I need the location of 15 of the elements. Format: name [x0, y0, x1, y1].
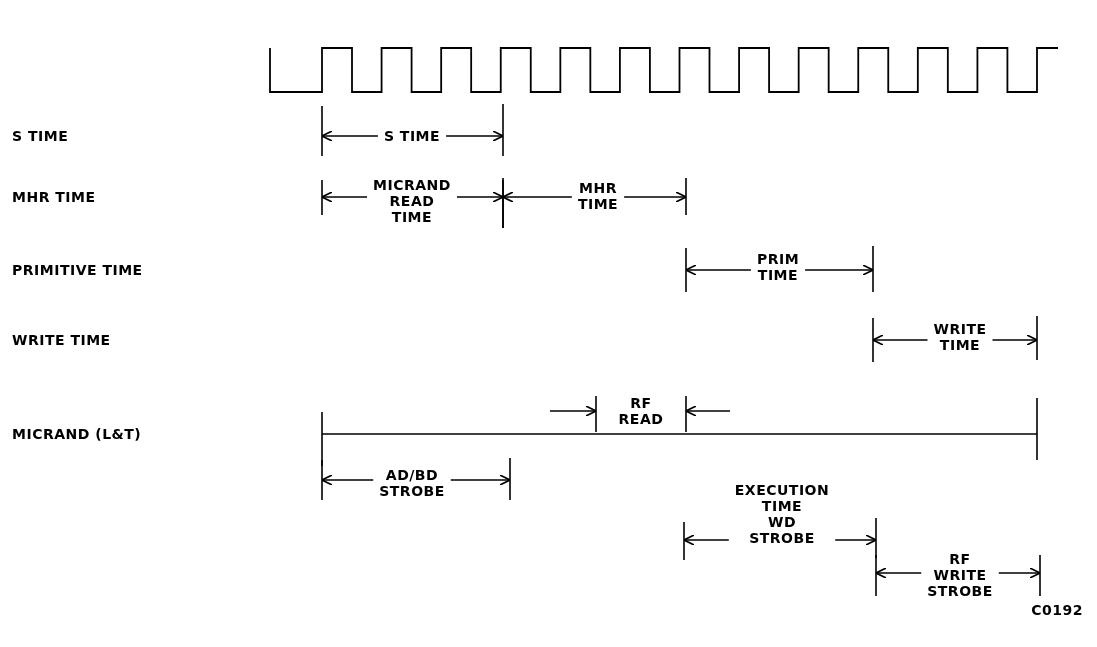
interval-label: RF WRITE STROBE — [927, 550, 993, 600]
row-label: MHR TIME — [12, 188, 96, 206]
interval-label: PRIM TIME — [756, 250, 800, 284]
interval-label: S TIME — [383, 127, 441, 145]
row-label: MICRAND (L&T) — [12, 425, 142, 443]
interval-label: MHR TIME — [577, 179, 619, 213]
row-label: PRIMITIVE TIME — [12, 261, 143, 279]
row-label: WRITE TIME — [12, 331, 111, 349]
interval-label: WRITE TIME — [933, 320, 987, 354]
interval-label: EXECUTION TIME WD STROBE — [734, 481, 830, 547]
interval-label: MICRAND READ TIME — [373, 176, 451, 226]
interval-label: AD/BD STROBE — [379, 466, 445, 500]
figure-number: C0192 — [1031, 601, 1083, 619]
row-label: S TIME — [12, 127, 69, 145]
interval-label: RF READ — [618, 394, 664, 428]
